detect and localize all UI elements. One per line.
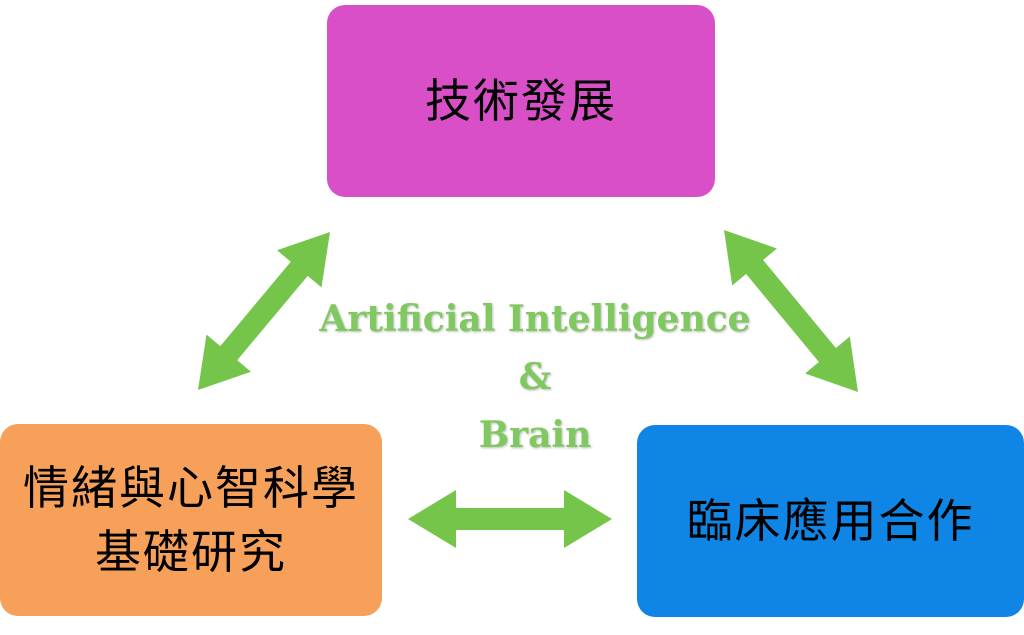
arrow-left-top	[198, 232, 330, 390]
node-technology-development: 技術發展	[327, 5, 715, 197]
arrow-top-right	[724, 230, 858, 392]
center-label-ampersand: &	[518, 356, 552, 398]
node-emotion-mind-science-label-line1: 情緒與心智科學	[23, 460, 359, 515]
center-label-artificial-intelligence: Artificial Intelligence	[319, 298, 751, 340]
node-clinical-application-label: 臨床應用合作	[686, 493, 975, 548]
node-emotion-mind-science-research: 情緒與心智科學 基礎研究	[0, 424, 382, 616]
node-clinical-application-collaboration: 臨床應用合作	[637, 425, 1024, 617]
node-emotion-mind-science-label-line2: 基礎研究	[95, 525, 287, 579]
arrow-left-right	[408, 490, 612, 548]
center-label-brain: Brain	[478, 414, 592, 456]
node-technology-development-label: 技術發展	[425, 73, 617, 128]
